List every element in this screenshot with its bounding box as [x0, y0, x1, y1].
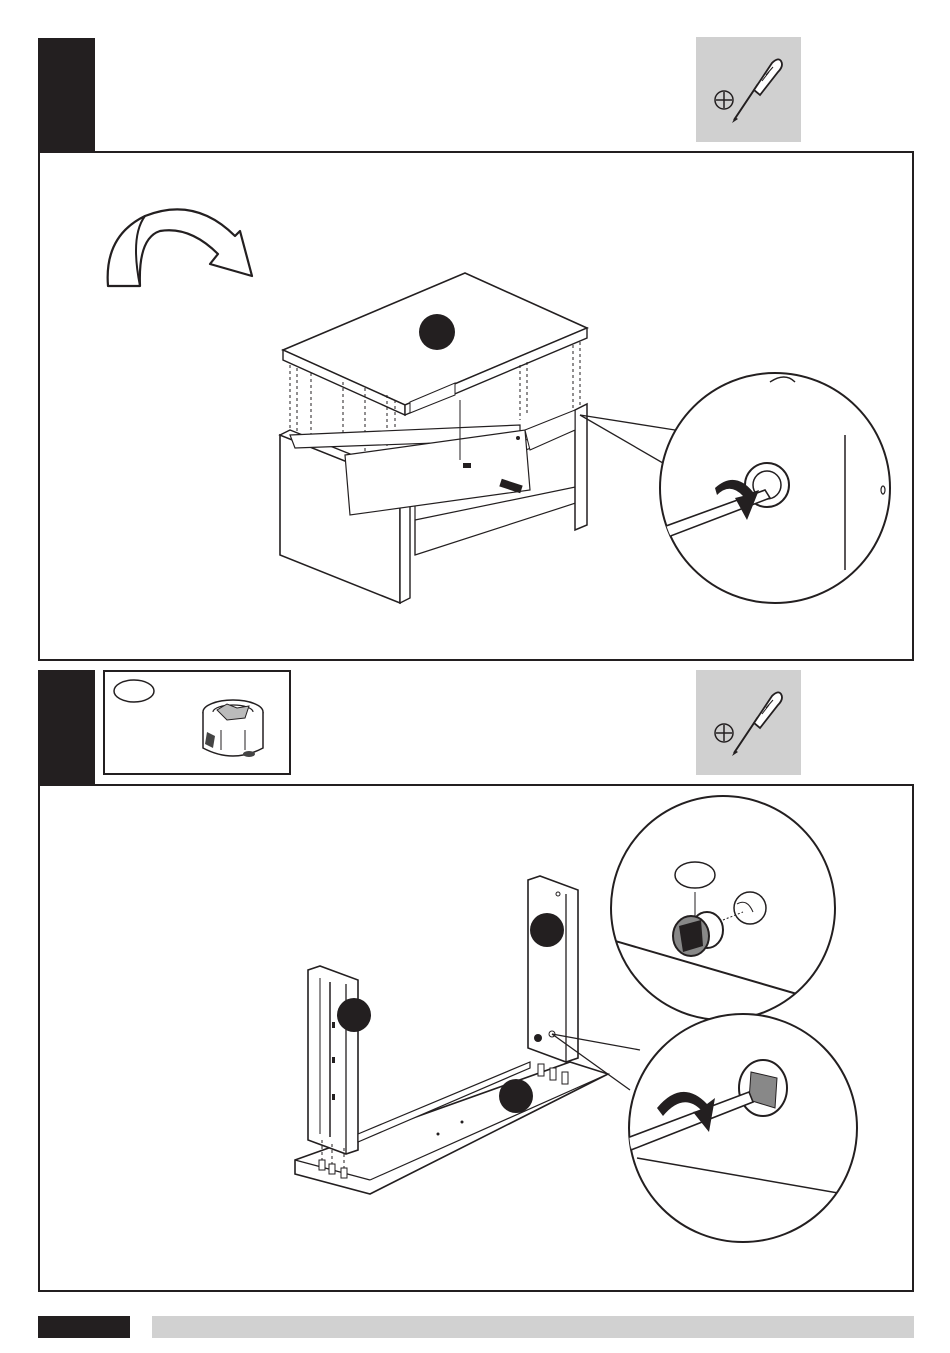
cabinet-assembly-drawing	[275, 270, 615, 610]
part-callout-top-panel	[419, 314, 455, 350]
step-1-tab	[38, 38, 95, 158]
cam-insert-zoom-detail	[605, 808, 845, 1018]
step-2-tab	[38, 670, 95, 790]
footer-page-tab	[38, 1316, 130, 1338]
hardware-box	[103, 670, 291, 775]
footer-bar	[152, 1316, 914, 1338]
step-1-tool-box	[696, 37, 801, 142]
hardware-label-oval	[110, 677, 160, 707]
part-callout-right-side	[530, 913, 564, 947]
part-callout-left-side	[337, 998, 371, 1032]
cam-lock-icon	[197, 692, 277, 772]
part-callout-bottom	[499, 1079, 533, 1113]
step-2-tool-box	[696, 670, 801, 775]
flip-over-arrow-icon	[100, 196, 260, 296]
cam-rotate-zoom-detail	[627, 1008, 867, 1248]
base-assembly-drawing	[290, 872, 620, 1202]
phillips-screwdriver-icon	[696, 670, 801, 775]
cam-lock-zoom-detail	[655, 370, 895, 610]
phillips-screwdriver-icon	[696, 37, 801, 142]
